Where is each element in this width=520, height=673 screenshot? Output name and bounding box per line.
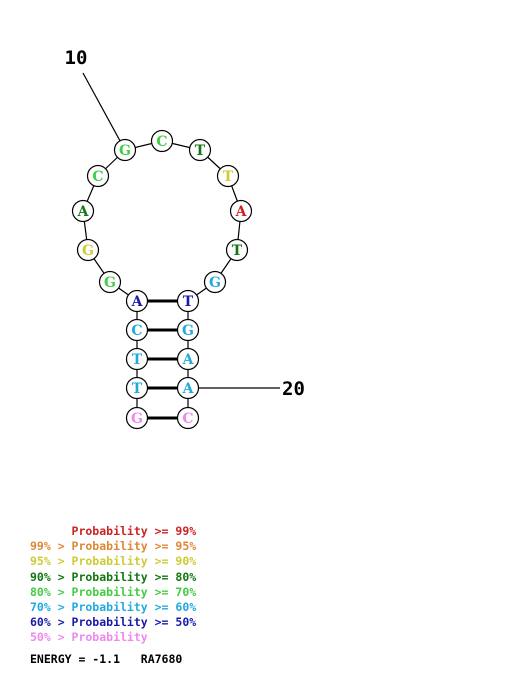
nucleotide-letter: T xyxy=(195,143,206,159)
nucleotide-circle xyxy=(98,270,122,294)
nucleotide-circle xyxy=(188,138,212,162)
legend-entry: 90% > Probability >= 80% xyxy=(30,569,197,584)
position-labels: 10 20 xyxy=(65,47,305,400)
nucleotide-circle xyxy=(125,318,149,342)
legend-entry: Probability >= 99% xyxy=(30,524,197,538)
nucleotide-letter: T xyxy=(132,352,143,368)
nucleotide-circle xyxy=(203,270,227,294)
nucleotide-circle xyxy=(125,289,149,313)
nucleotide-letter: C xyxy=(131,323,142,339)
nucleotide-letter: G xyxy=(131,411,143,427)
nucleotide-circle xyxy=(71,199,95,223)
nucleotide: C xyxy=(150,129,174,153)
nucleotide-circle xyxy=(176,347,200,371)
nucleotide-letter: G xyxy=(104,275,116,291)
nucleotide-circle xyxy=(113,138,137,162)
nucleotide-circle xyxy=(176,406,200,430)
nucleotide-letter: T xyxy=(223,169,234,185)
nucleotide: T xyxy=(125,347,149,371)
nucleotide: A xyxy=(71,199,95,223)
nucleotide-circle xyxy=(125,376,149,400)
nucleotide-letter: C xyxy=(156,134,167,150)
nucleotide-circle xyxy=(176,376,200,400)
nucleotide-letter: G xyxy=(82,243,94,259)
nucleotide: T xyxy=(176,289,200,313)
nucleotide-circle xyxy=(76,238,100,262)
legend-entry: 70% > Probability >= 60% xyxy=(30,600,197,615)
nucleotide: A xyxy=(125,289,149,313)
nucleotide: A xyxy=(176,376,200,400)
position-label: 10 xyxy=(65,47,88,69)
nucleotide: T xyxy=(188,138,212,162)
nucleotide: A xyxy=(229,199,253,223)
nucleotide-letter: A xyxy=(235,204,248,220)
nucleotide: A xyxy=(176,347,200,371)
base-pair-lines xyxy=(147,299,178,420)
nucleotide-circle xyxy=(125,347,149,371)
nucleotide: G xyxy=(176,318,200,342)
nucleotide-letter: T xyxy=(183,294,194,310)
nucleotide-circle xyxy=(125,406,149,430)
legend-entry: 80% > Probability >= 70% xyxy=(30,584,197,599)
nucleotide-circle xyxy=(225,238,249,262)
nucleotide-letter: C xyxy=(92,169,103,185)
nucleotide-letter: A xyxy=(182,381,195,397)
legend-entry: 99% > Probability >= 95% xyxy=(30,539,197,554)
nucleotide-letter: G xyxy=(119,143,131,159)
nucleotide-circle xyxy=(216,164,240,188)
nucleotide: C xyxy=(125,318,149,342)
legend-entry: 95% > Probability >= 90% xyxy=(30,554,197,569)
position-label-lines xyxy=(82,72,280,389)
position-label: 20 xyxy=(282,378,305,400)
nucleotide: G xyxy=(125,406,149,430)
nucleotide: C xyxy=(176,406,200,430)
nucleotide-letter: A xyxy=(131,294,144,310)
nucleotide: T xyxy=(225,238,249,262)
nucleotide-circle xyxy=(86,164,110,188)
energy-label: ENERGY = -1.1 RA7680 xyxy=(30,652,183,666)
nucleotide: T xyxy=(125,376,149,400)
nucleotide-letter: G xyxy=(209,275,221,291)
nucleotide: G xyxy=(76,238,100,262)
nucleotide-circle xyxy=(176,318,200,342)
nucleotide-circle xyxy=(176,289,200,313)
nucleotide: G xyxy=(113,138,137,162)
legend-entry: 60% > Probability >= 50% xyxy=(30,615,197,630)
nucleotide: T xyxy=(216,164,240,188)
nucleotide-letter: A xyxy=(182,352,195,368)
probability-legend: Probability >= 99%99% > Probability >= 9… xyxy=(30,524,196,646)
nucleotide-letter: A xyxy=(77,204,90,220)
nucleotide-letter: C xyxy=(182,411,193,427)
nucleotide-letter: T xyxy=(132,381,143,397)
nucleotide-letter: G xyxy=(182,323,194,339)
nucleotide: G xyxy=(203,270,227,294)
nucleotide: G xyxy=(98,270,122,294)
nucleotide-letter: T xyxy=(232,243,243,259)
nucleotide: C xyxy=(86,164,110,188)
legend-entry: 50% > Probability xyxy=(30,630,148,645)
nucleotide-circle xyxy=(229,199,253,223)
position-label-line xyxy=(82,72,126,151)
nucleotide-circle xyxy=(150,129,174,153)
